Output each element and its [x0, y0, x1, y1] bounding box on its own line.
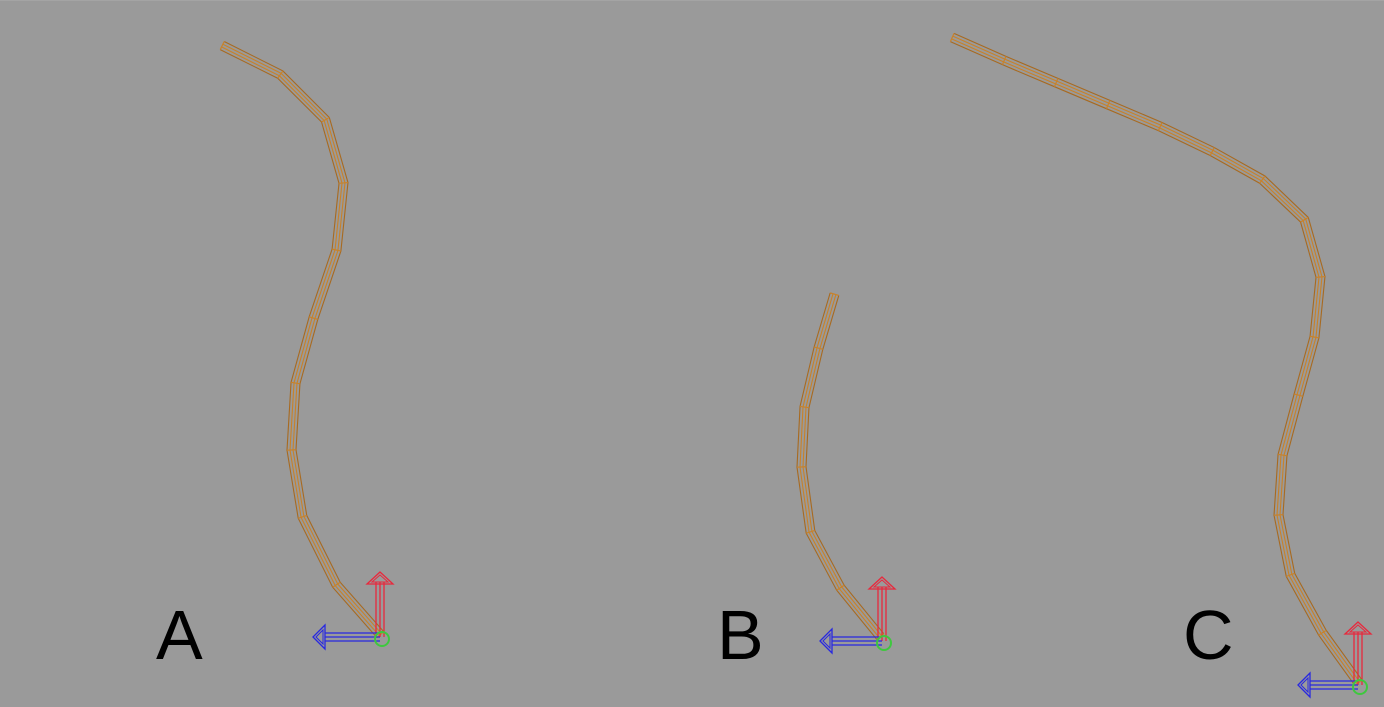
chain-joint [806, 529, 815, 534]
chain-edge [222, 43, 382, 635]
chain-edge [953, 32, 1363, 681]
chain-joint [1053, 78, 1059, 87]
panel-label-a: A [156, 596, 203, 674]
chain-edge [952, 35, 1361, 683]
chain-joint [1001, 56, 1007, 65]
chain-joint [829, 292, 839, 296]
chain-joint [338, 181, 349, 184]
transform-gizmo-a [312, 571, 395, 651]
chain-joint [836, 584, 845, 591]
chain-joint [1209, 147, 1215, 156]
transform-gizmo-b [819, 576, 897, 655]
chain-joint [331, 248, 342, 252]
blue-left-arrow-icon [1297, 671, 1358, 699]
arrow-head-inner [315, 628, 324, 646]
chain-joint [219, 41, 225, 50]
transform-gizmo-c [1297, 621, 1373, 699]
arrow-head [365, 571, 395, 585]
chain-edge [950, 41, 1356, 686]
arrow-head-inner [822, 632, 831, 650]
chain-edge [796, 292, 878, 640]
chain-joint [277, 70, 284, 79]
arrow-head-inner [370, 574, 390, 583]
chain-edge [221, 46, 380, 637]
chain-joint [309, 316, 318, 321]
chain-joint [1318, 629, 1327, 636]
chain-edge [219, 49, 378, 639]
green-origin-ring-icon [1352, 679, 1368, 695]
arrow-head-inner [872, 579, 892, 588]
chain-joint [1309, 335, 1320, 339]
arrow-head [819, 627, 833, 655]
red-up-arrow-icon [1343, 621, 1373, 685]
arrow-head [1297, 671, 1311, 699]
arrow-head-inner [1300, 676, 1309, 694]
chain-joint [298, 514, 307, 519]
panel-label-b: B [717, 596, 764, 674]
arrow-head [312, 623, 326, 651]
chain-joint [949, 33, 955, 42]
chain-joint [1286, 572, 1295, 577]
green-origin-ring-icon [876, 635, 892, 651]
arrow-head-inner [1348, 624, 1368, 633]
red-up-arrow-icon [867, 576, 897, 641]
chain-joint [1293, 393, 1303, 397]
chain-edge [951, 38, 1358, 684]
red-up-arrow-icon [365, 571, 395, 637]
chain-joint [332, 581, 341, 588]
chain-joint [1315, 275, 1326, 278]
chain-joint [799, 405, 810, 409]
panel-label-c: C [1183, 596, 1234, 674]
chain-joint [1277, 453, 1288, 457]
wireframe-chain-c [949, 32, 1363, 686]
wireframe-chain-a [219, 41, 385, 639]
wireframe-chain-b [796, 292, 885, 640]
chain-joint [290, 381, 301, 385]
chain-joint [1259, 175, 1266, 184]
chain-edge [799, 293, 880, 638]
blue-left-arrow-icon [312, 623, 380, 651]
chain-joint [1105, 100, 1111, 109]
chain-joint [1157, 122, 1163, 131]
chain-joint [321, 116, 330, 123]
arrow-head [1343, 621, 1373, 635]
chain-joint [1300, 216, 1309, 223]
chain-joint [1273, 514, 1284, 516]
blue-left-arrow-icon [819, 627, 882, 655]
green-origin-ring-icon [374, 631, 390, 647]
arrow-head [867, 576, 897, 590]
chain-joint [813, 346, 823, 350]
